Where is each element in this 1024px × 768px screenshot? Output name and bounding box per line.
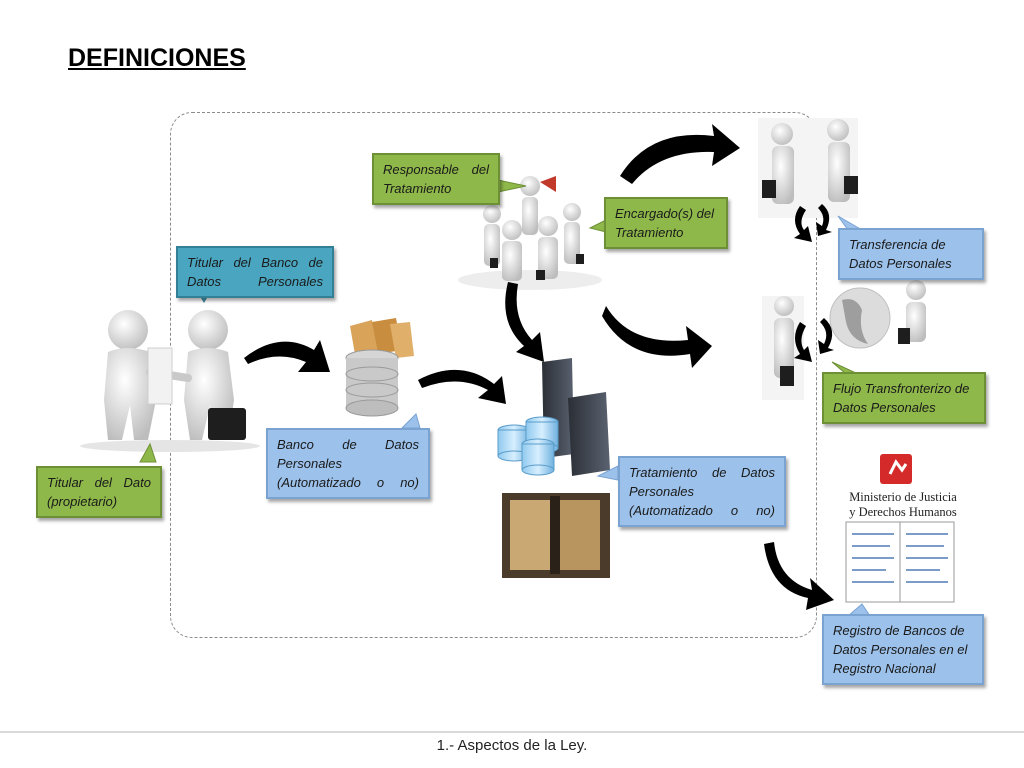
ministry-name-line2: y Derechos Humanos — [849, 505, 957, 519]
callout-titular-dato: Titular del Dato (propietario) — [36, 466, 162, 518]
cycle-arrow-transferencia — [794, 204, 832, 242]
callout-tratamiento: Tratamiento de Datos Personales (Automat… — [618, 456, 786, 527]
callout-transferencia-text: Transferencia de Datos Personales — [849, 237, 952, 271]
archive-room-image — [502, 493, 610, 578]
arrow-tratamiento — [418, 369, 506, 404]
callout-encargado-text: Encargado(s) del Tratamiento — [615, 206, 714, 240]
ministry-logo-icon — [880, 454, 912, 484]
handshake-pair-icon — [758, 118, 858, 218]
callout-titular-banco: Titular del Banco de Datos Personales — [176, 246, 334, 298]
globe-figures-icon — [762, 280, 926, 400]
handshake-figures-icon — [80, 310, 260, 452]
callout-transferencia: Transferencia de Datos Personales — [838, 228, 984, 280]
ministry-name-line1: Ministerio de Justicia — [849, 490, 957, 504]
arrow-encargado-down — [505, 282, 544, 362]
callout-flujo: Flujo Transfronterizo de Datos Personale… — [822, 372, 986, 424]
footer-divider — [0, 731, 1024, 733]
callout-encargado: Encargado(s) del Tratamiento — [604, 197, 728, 249]
callout-titular-banco-text: Titular del Banco de Datos Personales — [187, 255, 323, 289]
arrow-flujo — [602, 306, 712, 368]
ministry-name: Ministerio de Justicia y Derechos Humano… — [838, 490, 968, 520]
footer-text: 1.- Aspectos de la Ley. — [436, 737, 588, 754]
file-database-icon — [345, 318, 414, 417]
callout-responsable: Responsable del Tratamiento — [372, 153, 500, 205]
document-pages-icon — [845, 521, 955, 603]
callout-registro-text: Registro de Bancos de Datos Personales e… — [833, 623, 968, 676]
cycle-arrow-flujo — [794, 318, 834, 362]
page-title: DEFINICIONES — [68, 44, 246, 72]
flow-arrows — [244, 124, 834, 610]
arrow-banco — [244, 340, 330, 372]
callout-titular-dato-text: Titular del Dato (propietario) — [47, 475, 151, 509]
callout-responsable-text: Responsable del Tratamiento — [383, 162, 489, 196]
arrow-transferencia — [620, 124, 740, 184]
servers-icon — [497, 358, 610, 476]
callout-banco-text: Banco de Datos Personales (Automatizado … — [277, 437, 419, 490]
arrow-registro — [764, 542, 834, 610]
callout-flujo-text: Flujo Transfronterizo de Datos Personale… — [833, 381, 970, 415]
callout-tratamiento-text: Tratamiento de Datos Personales (Automat… — [629, 465, 775, 518]
callout-banco: Banco de Datos Personales (Automatizado … — [266, 428, 430, 499]
meeting-figures-icon — [458, 176, 602, 290]
callout-registro: Registro de Bancos de Datos Personales e… — [822, 614, 984, 685]
